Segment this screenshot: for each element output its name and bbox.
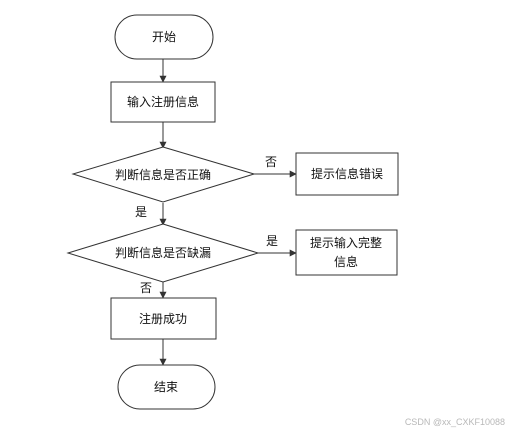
success-label: 注册成功	[139, 311, 187, 326]
watermark: CSDN @xx_CXKF10088	[404, 417, 505, 427]
start-label: 开始	[152, 30, 176, 44]
end-label: 结束	[154, 380, 178, 394]
prompt-error-label: 提示信息错误	[311, 166, 383, 181]
check-correct-label: 判断信息是否正确	[115, 167, 211, 182]
input-label: 输入注册信息	[127, 94, 199, 109]
input-process-box	[110, 81, 216, 123]
check-correct-decision	[71, 146, 256, 203]
prompt-error-box	[295, 152, 399, 196]
edge-label-missing-yes: 是	[266, 234, 278, 248]
edge-label-missing-no: 否	[140, 281, 152, 295]
end-terminal	[117, 364, 216, 410]
check-missing-label: 判断信息是否缺漏	[115, 245, 211, 260]
check-missing-decision	[66, 223, 260, 283]
start-terminal	[114, 14, 214, 60]
edge-label-correct-no: 否	[265, 155, 277, 169]
prompt-complete-label-line1: 提示输入完整	[310, 235, 382, 250]
prompt-complete-label-line2: 信息	[334, 254, 358, 269]
success-process-box	[110, 297, 217, 340]
edge-label-correct-yes: 是	[135, 205, 147, 219]
prompt-complete-box	[295, 229, 398, 276]
